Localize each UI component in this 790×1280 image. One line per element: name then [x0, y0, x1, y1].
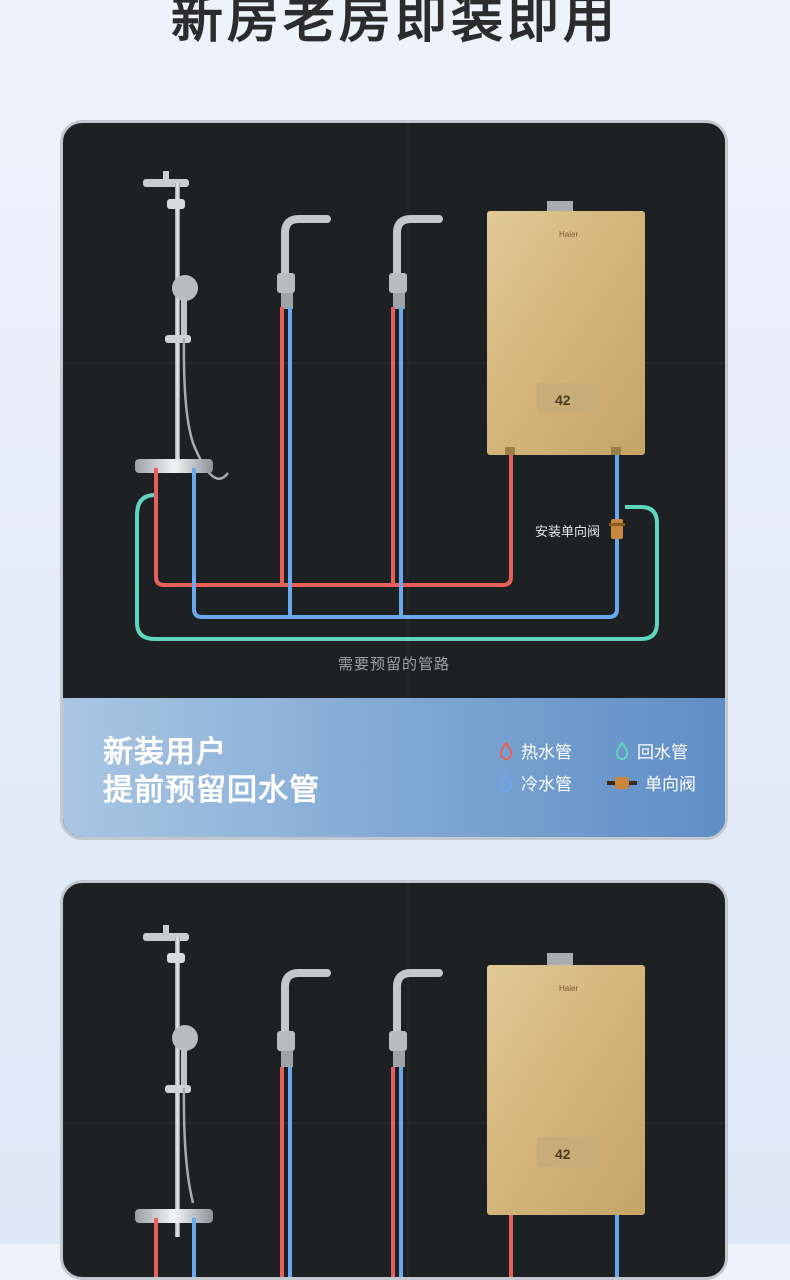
faucet-1 — [277, 969, 331, 1067]
heater-display: 42 — [555, 392, 571, 408]
return-pipe — [135, 493, 659, 641]
shower-set — [135, 925, 213, 1237]
legend-hot-pipe: 热水管 — [499, 738, 572, 763]
heater-brand: Haier — [559, 230, 578, 239]
hot-water-pipe — [154, 1067, 513, 1277]
return-water-drop-icon — [615, 741, 629, 760]
faucet-2 — [389, 969, 443, 1067]
legend-cold-pipe: 冷水管 — [499, 770, 572, 795]
pipe-caption: 需要预留的管路 — [337, 655, 450, 673]
heater-display: 42 — [555, 1146, 571, 1162]
cold-water-pipe — [192, 307, 619, 619]
legend-label: 单向阀 — [645, 775, 696, 795]
installation-diagram-card-2: Haier 42 — [60, 880, 728, 1280]
shower-set — [135, 171, 229, 480]
pipe-layout-scene: Haier 42 — [63, 123, 725, 698]
installation-diagram-card: Haier 42 安装单向阀 需要预留的管路 新装用户 提前预留回水管 热水管 … — [60, 120, 728, 840]
check-valve-icon — [609, 519, 625, 539]
legend-return-pipe: 回水管 — [615, 738, 688, 763]
hot-water-drop-icon — [499, 741, 513, 760]
faucet-1 — [277, 215, 331, 309]
heater-brand: Haier — [559, 984, 578, 993]
cold-water-drop-icon — [499, 773, 513, 792]
info-panel: 新装用户 提前预留回水管 热水管 回水管 冷水管 单向阀 — [63, 698, 725, 837]
panel-heading: 新装用户 提前预留回水管 — [103, 734, 320, 810]
legend-check-valve: 单向阀 — [607, 770, 696, 795]
heading-line-1: 新装用户 — [103, 735, 227, 770]
water-heater: Haier 42 — [487, 201, 645, 455]
water-heater: Haier 42 — [487, 953, 645, 1215]
heading-line-2: 提前预留回水管 — [103, 773, 320, 808]
legend-label: 冷水管 — [521, 775, 572, 795]
check-valve-label: 安装单向阀 — [535, 525, 601, 540]
pipe-layout-scene-2: Haier 42 — [63, 883, 725, 1277]
page-title: 新房老房即装即用 — [170, 0, 619, 50]
legend-label: 热水管 — [521, 743, 572, 763]
hot-water-pipe — [154, 307, 513, 587]
check-valve-icon — [607, 776, 637, 789]
legend-label: 回水管 — [637, 743, 688, 763]
faucet-2 — [389, 215, 443, 309]
